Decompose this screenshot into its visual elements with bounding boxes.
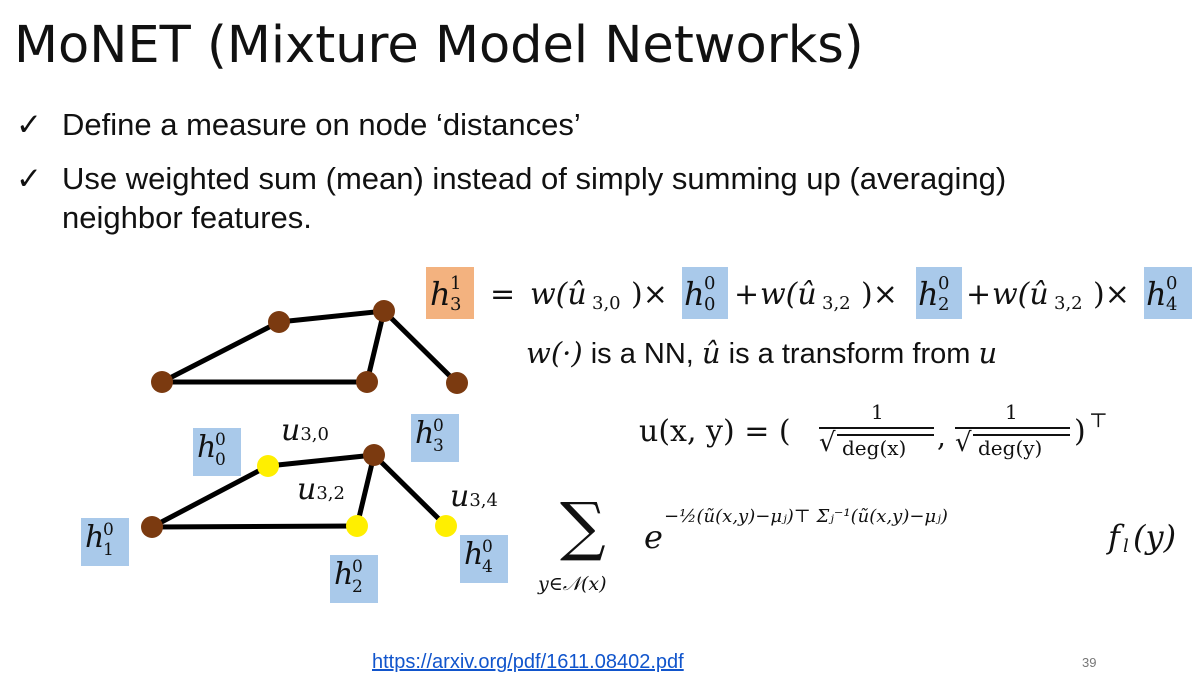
edge <box>159 319 282 385</box>
bullet-1-text: Define a measure on node ‘distances’ <box>62 107 581 142</box>
lhs-h3-box: h 1 3 <box>426 267 474 319</box>
edge <box>149 523 360 530</box>
edge <box>276 308 387 325</box>
label-h1: h 0 1 <box>81 518 129 566</box>
edge <box>371 452 449 529</box>
graph-node <box>446 372 468 394</box>
bullet-2-text-line2: neighbor features. <box>62 200 312 235</box>
page-number: 39 <box>1082 655 1097 670</box>
graph-top <box>151 300 468 394</box>
h2-term-box: h 0 2 <box>916 267 962 319</box>
graph-node <box>373 300 395 322</box>
label-h2: h 0 2 <box>330 555 378 603</box>
graph-node-u32 <box>346 515 368 537</box>
label-h3: h 0 3 <box>411 414 459 462</box>
h4-term-box: h 0 4 <box>1144 267 1192 319</box>
bullet-2-text: Use weighted sum (mean) instead of simpl… <box>62 161 1007 196</box>
graph-node-h1 <box>141 516 163 538</box>
mixture-sum-formula: ∑ y∈𝒩(x) e −½(ũ(x,y)−μⱼ)⊤ Σⱼ⁻¹(ũ(x,y)−μⱼ… <box>538 490 1177 595</box>
update-equation: h 1 3 = w(û 3,0 )× h 0 0 + w(û 3,2 )× h … <box>426 267 1192 319</box>
graph-node <box>356 371 378 393</box>
graph-node-u30 <box>257 455 279 477</box>
sum-symbol: ∑ <box>560 490 606 564</box>
edge <box>265 452 377 469</box>
label-u32: u3,2 <box>297 472 345 507</box>
graph-node-h3 <box>363 444 385 466</box>
edge <box>364 308 387 385</box>
transform-note: w(·) is a NN, û is a transform from u <box>526 336 998 370</box>
label-u34: u3,4 <box>450 479 498 514</box>
label-u30: u3,0 <box>281 413 329 448</box>
u-definition: u(x, y) = ( 1 √ deg(x) , 1 √ deg(y) ) ⊤ <box>639 400 1108 460</box>
label-h4: h 0 4 <box>460 535 508 583</box>
slide-title: MoNET (Mixture Model Networks) <box>14 16 864 75</box>
checkmark-icon: ✓ <box>16 107 42 143</box>
checkmark-icon: ✓ <box>16 161 42 197</box>
graph-node <box>151 371 173 393</box>
edge <box>149 463 271 530</box>
arxiv-link[interactable]: https://arxiv.org/pdf/1611.08402.pdf <box>372 651 684 673</box>
graph-node-u34 <box>435 515 457 537</box>
edge <box>354 452 377 529</box>
h0-term-box: h 0 0 <box>682 267 728 319</box>
label-h0: h 0 0 <box>193 428 241 476</box>
edge <box>381 308 460 386</box>
graph-node <box>268 311 290 333</box>
graph-bottom <box>141 444 457 538</box>
